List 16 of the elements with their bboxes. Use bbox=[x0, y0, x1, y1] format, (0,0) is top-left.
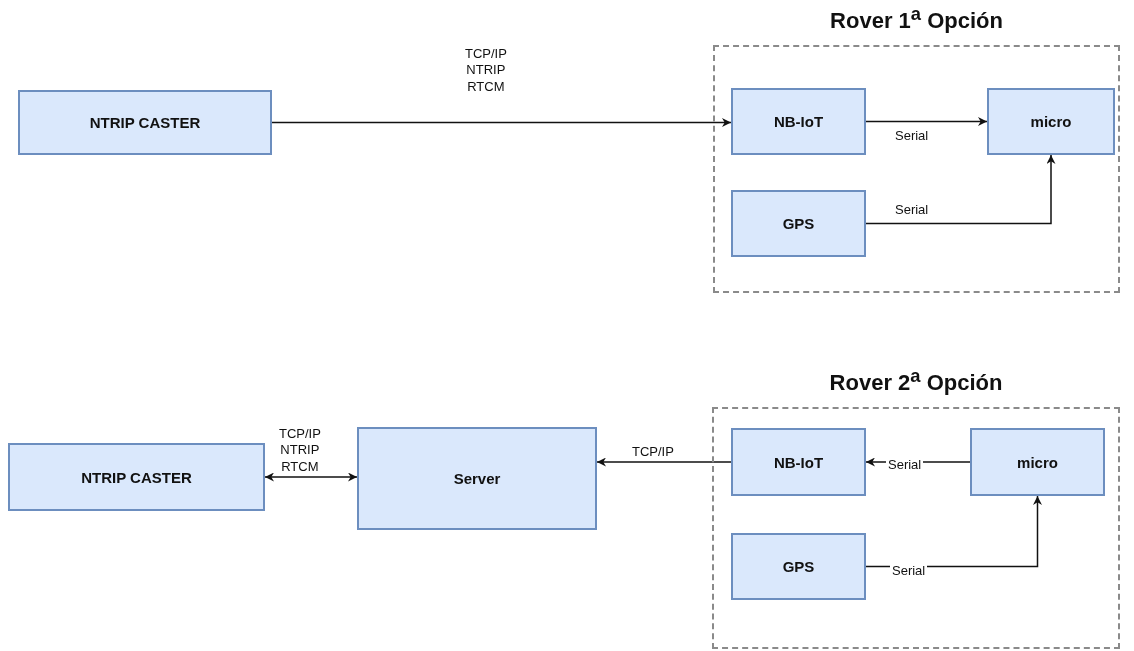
process-box: GPS bbox=[731, 533, 866, 600]
arrow bbox=[865, 117, 988, 126]
process-box: NTRIP CASTER bbox=[8, 443, 265, 511]
arrow bbox=[596, 457, 732, 467]
arrow bbox=[271, 118, 732, 127]
process-box: micro bbox=[987, 88, 1115, 155]
process-box: micro bbox=[970, 428, 1105, 496]
process-box: NB-IoT bbox=[731, 428, 866, 496]
process-box: NB-IoT bbox=[731, 88, 866, 155]
process-box: NTRIP CASTER bbox=[18, 90, 272, 155]
process-box: Server bbox=[357, 427, 597, 530]
arrow bbox=[865, 154, 1056, 225]
group-title: Rover 1$^{a}$ Opción bbox=[829, 3, 1004, 35]
process-box: GPS bbox=[731, 190, 866, 257]
group-title: Rover 2$^{a}$ Opción bbox=[828, 365, 1004, 397]
arrow bbox=[264, 472, 358, 482]
